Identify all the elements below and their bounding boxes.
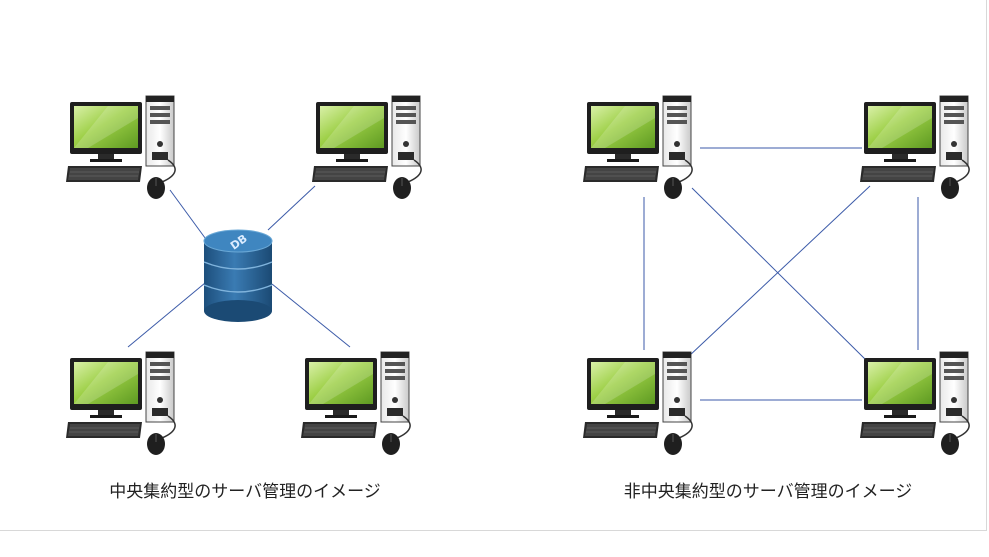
link-line xyxy=(127,282,206,348)
frame-border-bottom xyxy=(0,530,987,531)
decentralized-caption: 非中央集約型のサーバ管理のイメージ xyxy=(624,482,913,502)
desktop-computer-icon xyxy=(859,351,970,456)
link-line xyxy=(169,189,209,243)
link-lines xyxy=(643,147,919,401)
desktop-computer-icon xyxy=(65,351,176,456)
decentralized-diagram: 非中央集約型のサーバ管理のイメージ xyxy=(582,95,970,502)
link-lines xyxy=(127,185,351,348)
database-icon: DB xyxy=(203,229,273,322)
link-line xyxy=(267,185,316,231)
desktop-computer-icon xyxy=(300,351,411,456)
link-line xyxy=(687,185,871,358)
desktop-computer-icon xyxy=(65,95,176,200)
centralized-diagram: DB 中央集約型のサーバ管理のイメージ xyxy=(65,95,422,502)
desktop-computer-icon xyxy=(582,351,693,456)
desktop-computer-icon xyxy=(859,95,970,200)
link-line xyxy=(271,283,351,348)
desktop-computer-icon xyxy=(311,95,422,200)
link-line xyxy=(691,187,869,363)
centralized-caption: 中央集約型のサーバ管理のイメージ xyxy=(109,482,381,502)
desktop-computer-icon xyxy=(582,95,693,200)
frame-border-right xyxy=(986,0,987,530)
